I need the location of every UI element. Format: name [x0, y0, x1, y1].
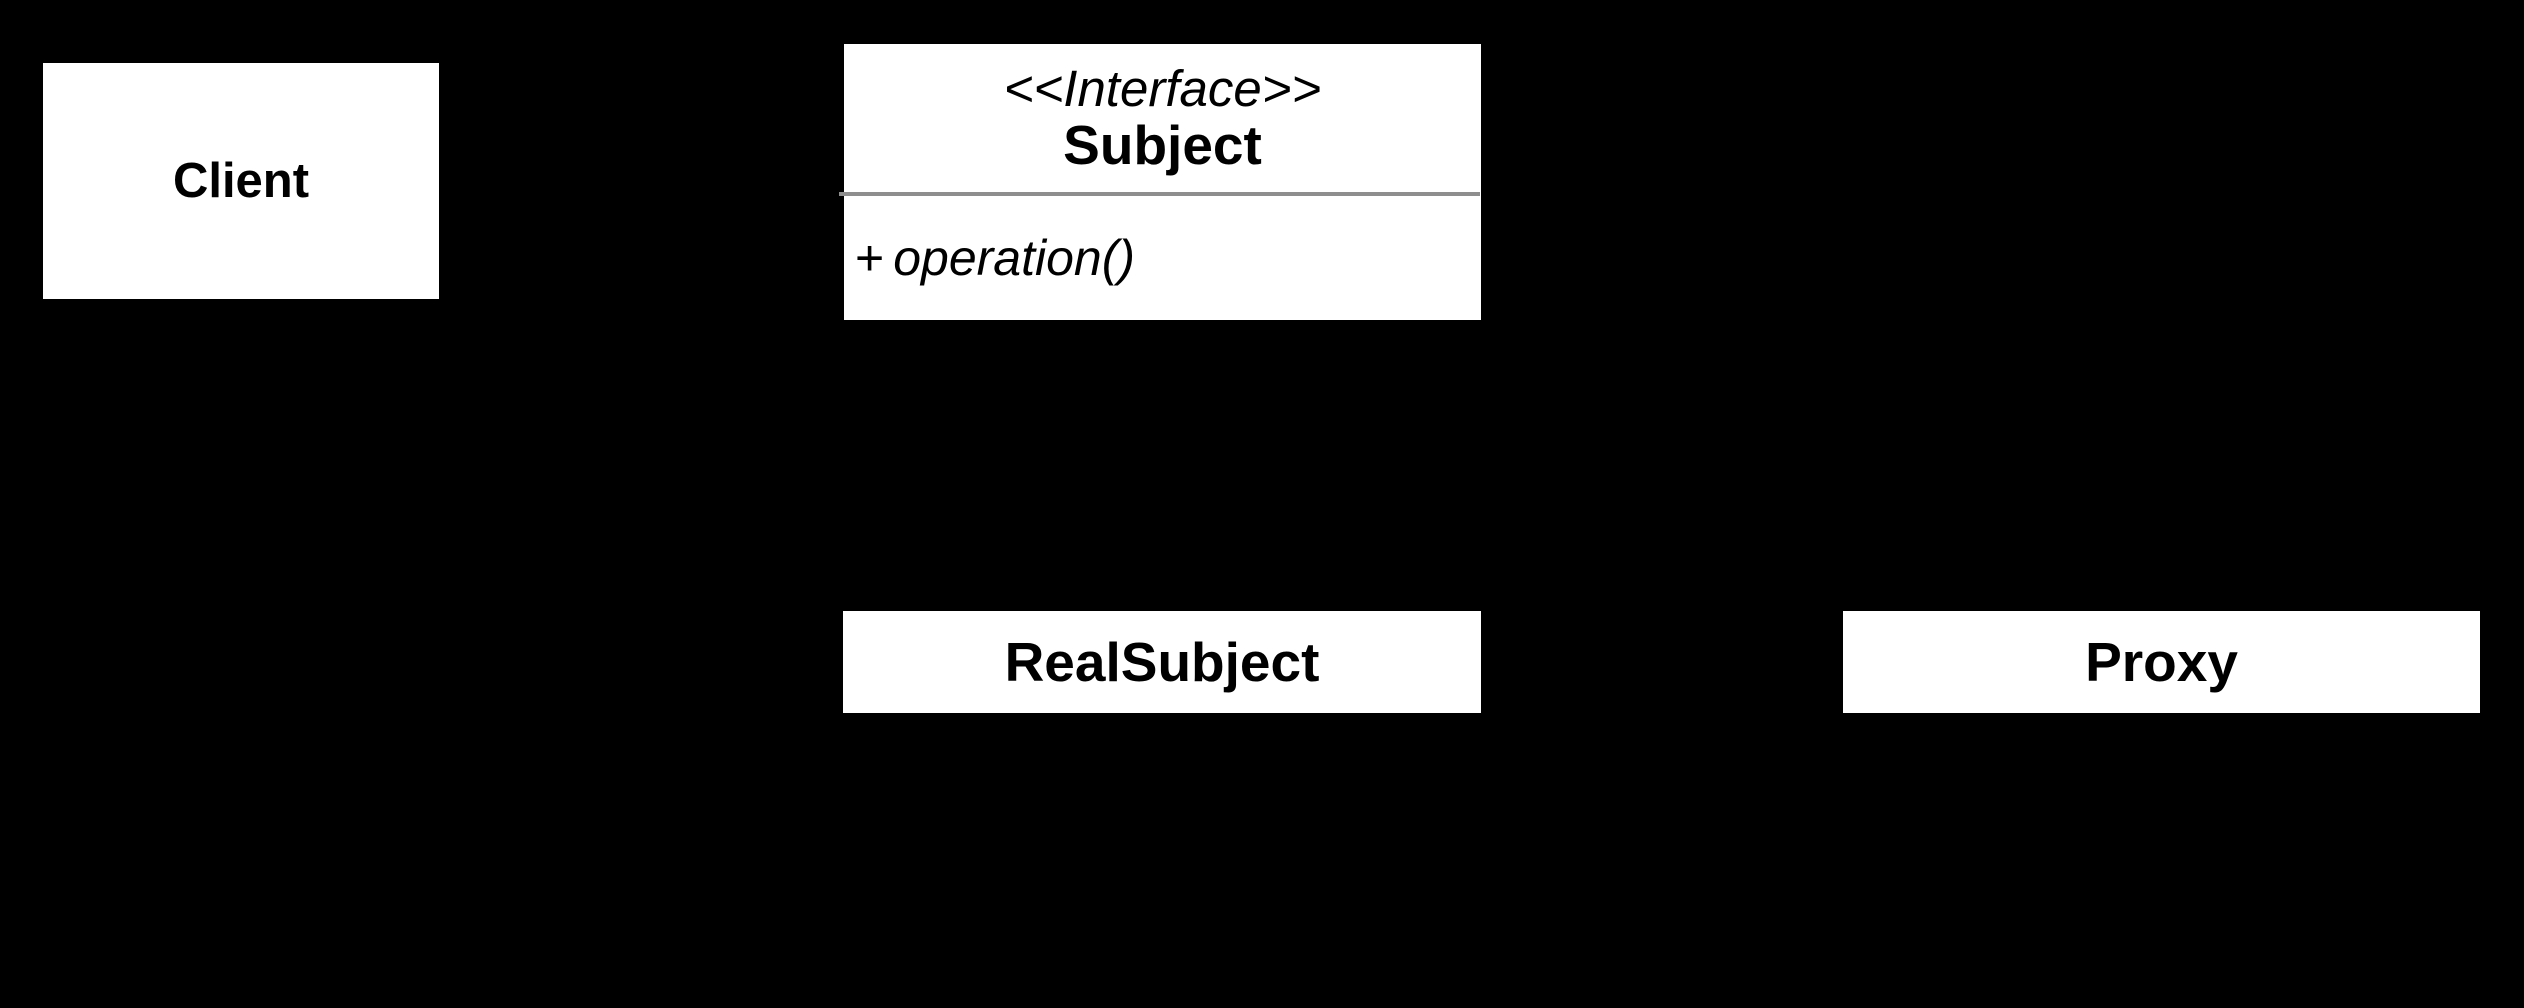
interface-stereotype-label: <<Interface>>: [1003, 60, 1322, 117]
class-box-proxy: Proxy: [1843, 611, 2480, 713]
class-box-client: Client: [43, 63, 439, 299]
compartment-separator-line: [839, 192, 1480, 196]
subject-operations-compartment: +operation(): [844, 196, 1481, 320]
class-box-subject: <<Interface>> Subject +operation(): [844, 44, 1481, 320]
subject-title-compartment: <<Interface>> Subject: [844, 44, 1481, 192]
class-name-realsubject: RealSubject: [1004, 631, 1320, 693]
class-name-subject: Subject: [1063, 114, 1262, 176]
class-box-realsubject: RealSubject: [843, 611, 1481, 713]
operation-signature: operation(): [893, 230, 1135, 286]
operation-visibility-symbol: +: [855, 230, 885, 286]
class-name-proxy: Proxy: [2085, 631, 2238, 693]
operation-entry: +operation(): [855, 230, 1135, 286]
class-name-client: Client: [172, 154, 310, 208]
